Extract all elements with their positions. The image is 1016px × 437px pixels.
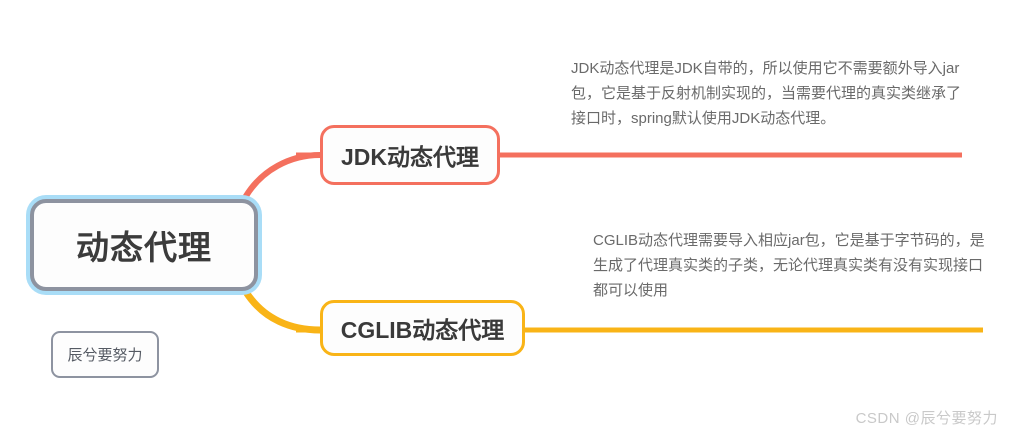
branch-node-jdk[interactable]: JDK动态代理 <box>320 125 500 185</box>
signature-box[interactable]: 辰兮要努力 <box>51 331 159 378</box>
description-jdk: JDK动态代理是JDK自带的，所以使用它不需要额外导入jar包，它是基于反射机制… <box>571 60 962 127</box>
watermark: CSDN @辰兮要努力 <box>855 410 998 427</box>
root-node-label: 动态代理 <box>76 229 212 266</box>
branch-node-cglib-label: CGLIB动态代理 <box>340 317 505 343</box>
branch-node-jdk-label: JDK动态代理 <box>340 144 479 170</box>
branch-node-cglib[interactable]: CGLIB动态代理 <box>320 300 525 356</box>
signature-label: 辰兮要努力 <box>67 347 143 364</box>
connector-curve-cglib <box>242 288 324 334</box>
connector-curve-jdk <box>243 152 323 199</box>
root-node[interactable]: 动态代理 <box>30 199 258 291</box>
description-cglib: CGLIB动态代理需要导入相应jar包，它是基于字节码的，是生成了代理真实类的子… <box>593 232 985 299</box>
